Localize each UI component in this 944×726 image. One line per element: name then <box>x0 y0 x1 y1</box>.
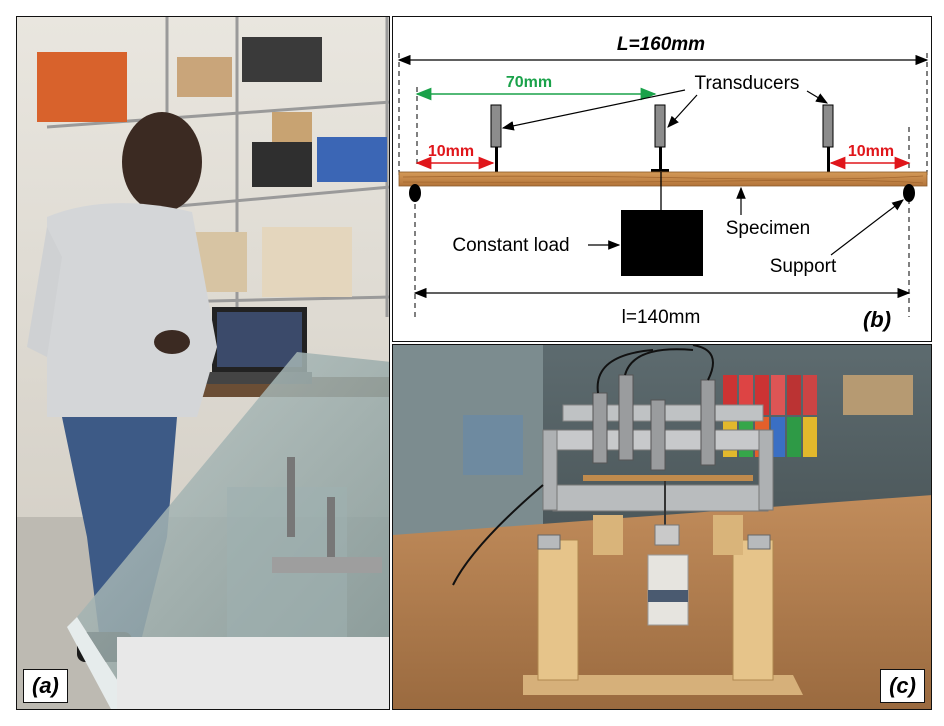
constant-load-label: Constant load <box>452 235 569 256</box>
panel-b-schematic: L=160mm 70mm Transducers 10mm <box>392 16 932 342</box>
support-label: Support <box>770 256 837 277</box>
L-label: L=160mm <box>617 34 705 55</box>
blue-crate <box>317 137 387 182</box>
constant-load-weight <box>621 210 703 276</box>
transducer-left <box>490 104 502 174</box>
orange-crate <box>37 52 127 122</box>
panel-c-label: (c) <box>880 669 925 703</box>
schematic-diagram: L=160mm 70mm Transducers 10mm <box>397 34 929 332</box>
l-label: l=140mm <box>622 307 701 328</box>
transducers-label: Transducers <box>695 73 800 94</box>
black-crate <box>242 37 322 82</box>
aluminium-frame-bottom <box>552 484 769 512</box>
transducer-center <box>651 104 669 172</box>
panel-b-label: (b) <box>863 307 891 332</box>
panel-a-illustration <box>17 17 389 709</box>
dist-center-label: 70mm <box>506 74 552 91</box>
transducers-photo <box>592 374 716 471</box>
support-right <box>903 184 915 202</box>
specimen-label: Specimen <box>726 218 811 239</box>
panel-a-label: (a) <box>23 669 68 703</box>
dist-left-label: 10mm <box>428 143 474 160</box>
transducer-right <box>822 104 834 174</box>
dist-right-label: 10mm <box>848 143 894 160</box>
panel-a-photo: (a) <box>16 16 390 710</box>
panel-c-photo: (c) <box>392 344 932 710</box>
panel-c-illustration <box>393 345 931 709</box>
blue-box <box>463 415 523 475</box>
support-left <box>409 184 421 202</box>
glass-cabinet <box>67 352 389 709</box>
